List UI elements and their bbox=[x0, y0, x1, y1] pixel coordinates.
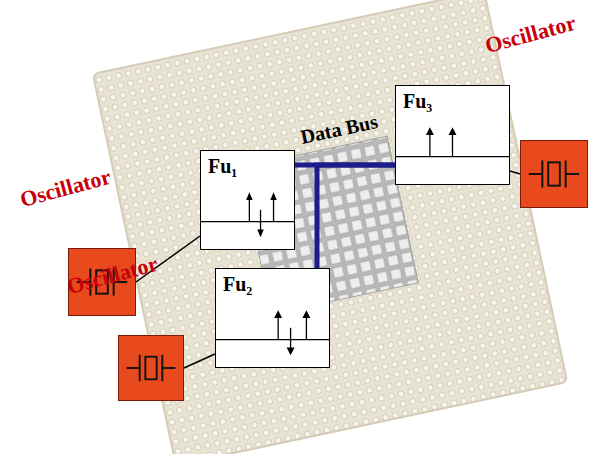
oscillator-label: Oscillator bbox=[482, 10, 578, 59]
oscillator-label: Oscillator bbox=[17, 164, 113, 213]
functional-unit-box: Fu₂ bbox=[215, 268, 330, 368]
functional-unit-box: Fu₁ bbox=[200, 150, 295, 250]
clock-line bbox=[510, 171, 520, 174]
functional-unit-box: Fu₃ bbox=[395, 85, 510, 185]
crystal-symbol bbox=[119, 336, 183, 400]
clock-line bbox=[184, 354, 215, 368]
crystal-symbol bbox=[521, 141, 587, 207]
bus-label: Data Bus bbox=[298, 110, 379, 149]
unit-label: Fu₂ bbox=[216, 269, 252, 296]
data-bus-line bbox=[317, 165, 395, 268]
oscillator-box: Oscillator bbox=[118, 335, 184, 401]
oscillator-box: Oscillator bbox=[520, 140, 588, 208]
unit-label: Fu₁ bbox=[201, 151, 237, 178]
unit-label: Fu₃ bbox=[396, 86, 432, 113]
chip-body bbox=[93, 0, 567, 454]
